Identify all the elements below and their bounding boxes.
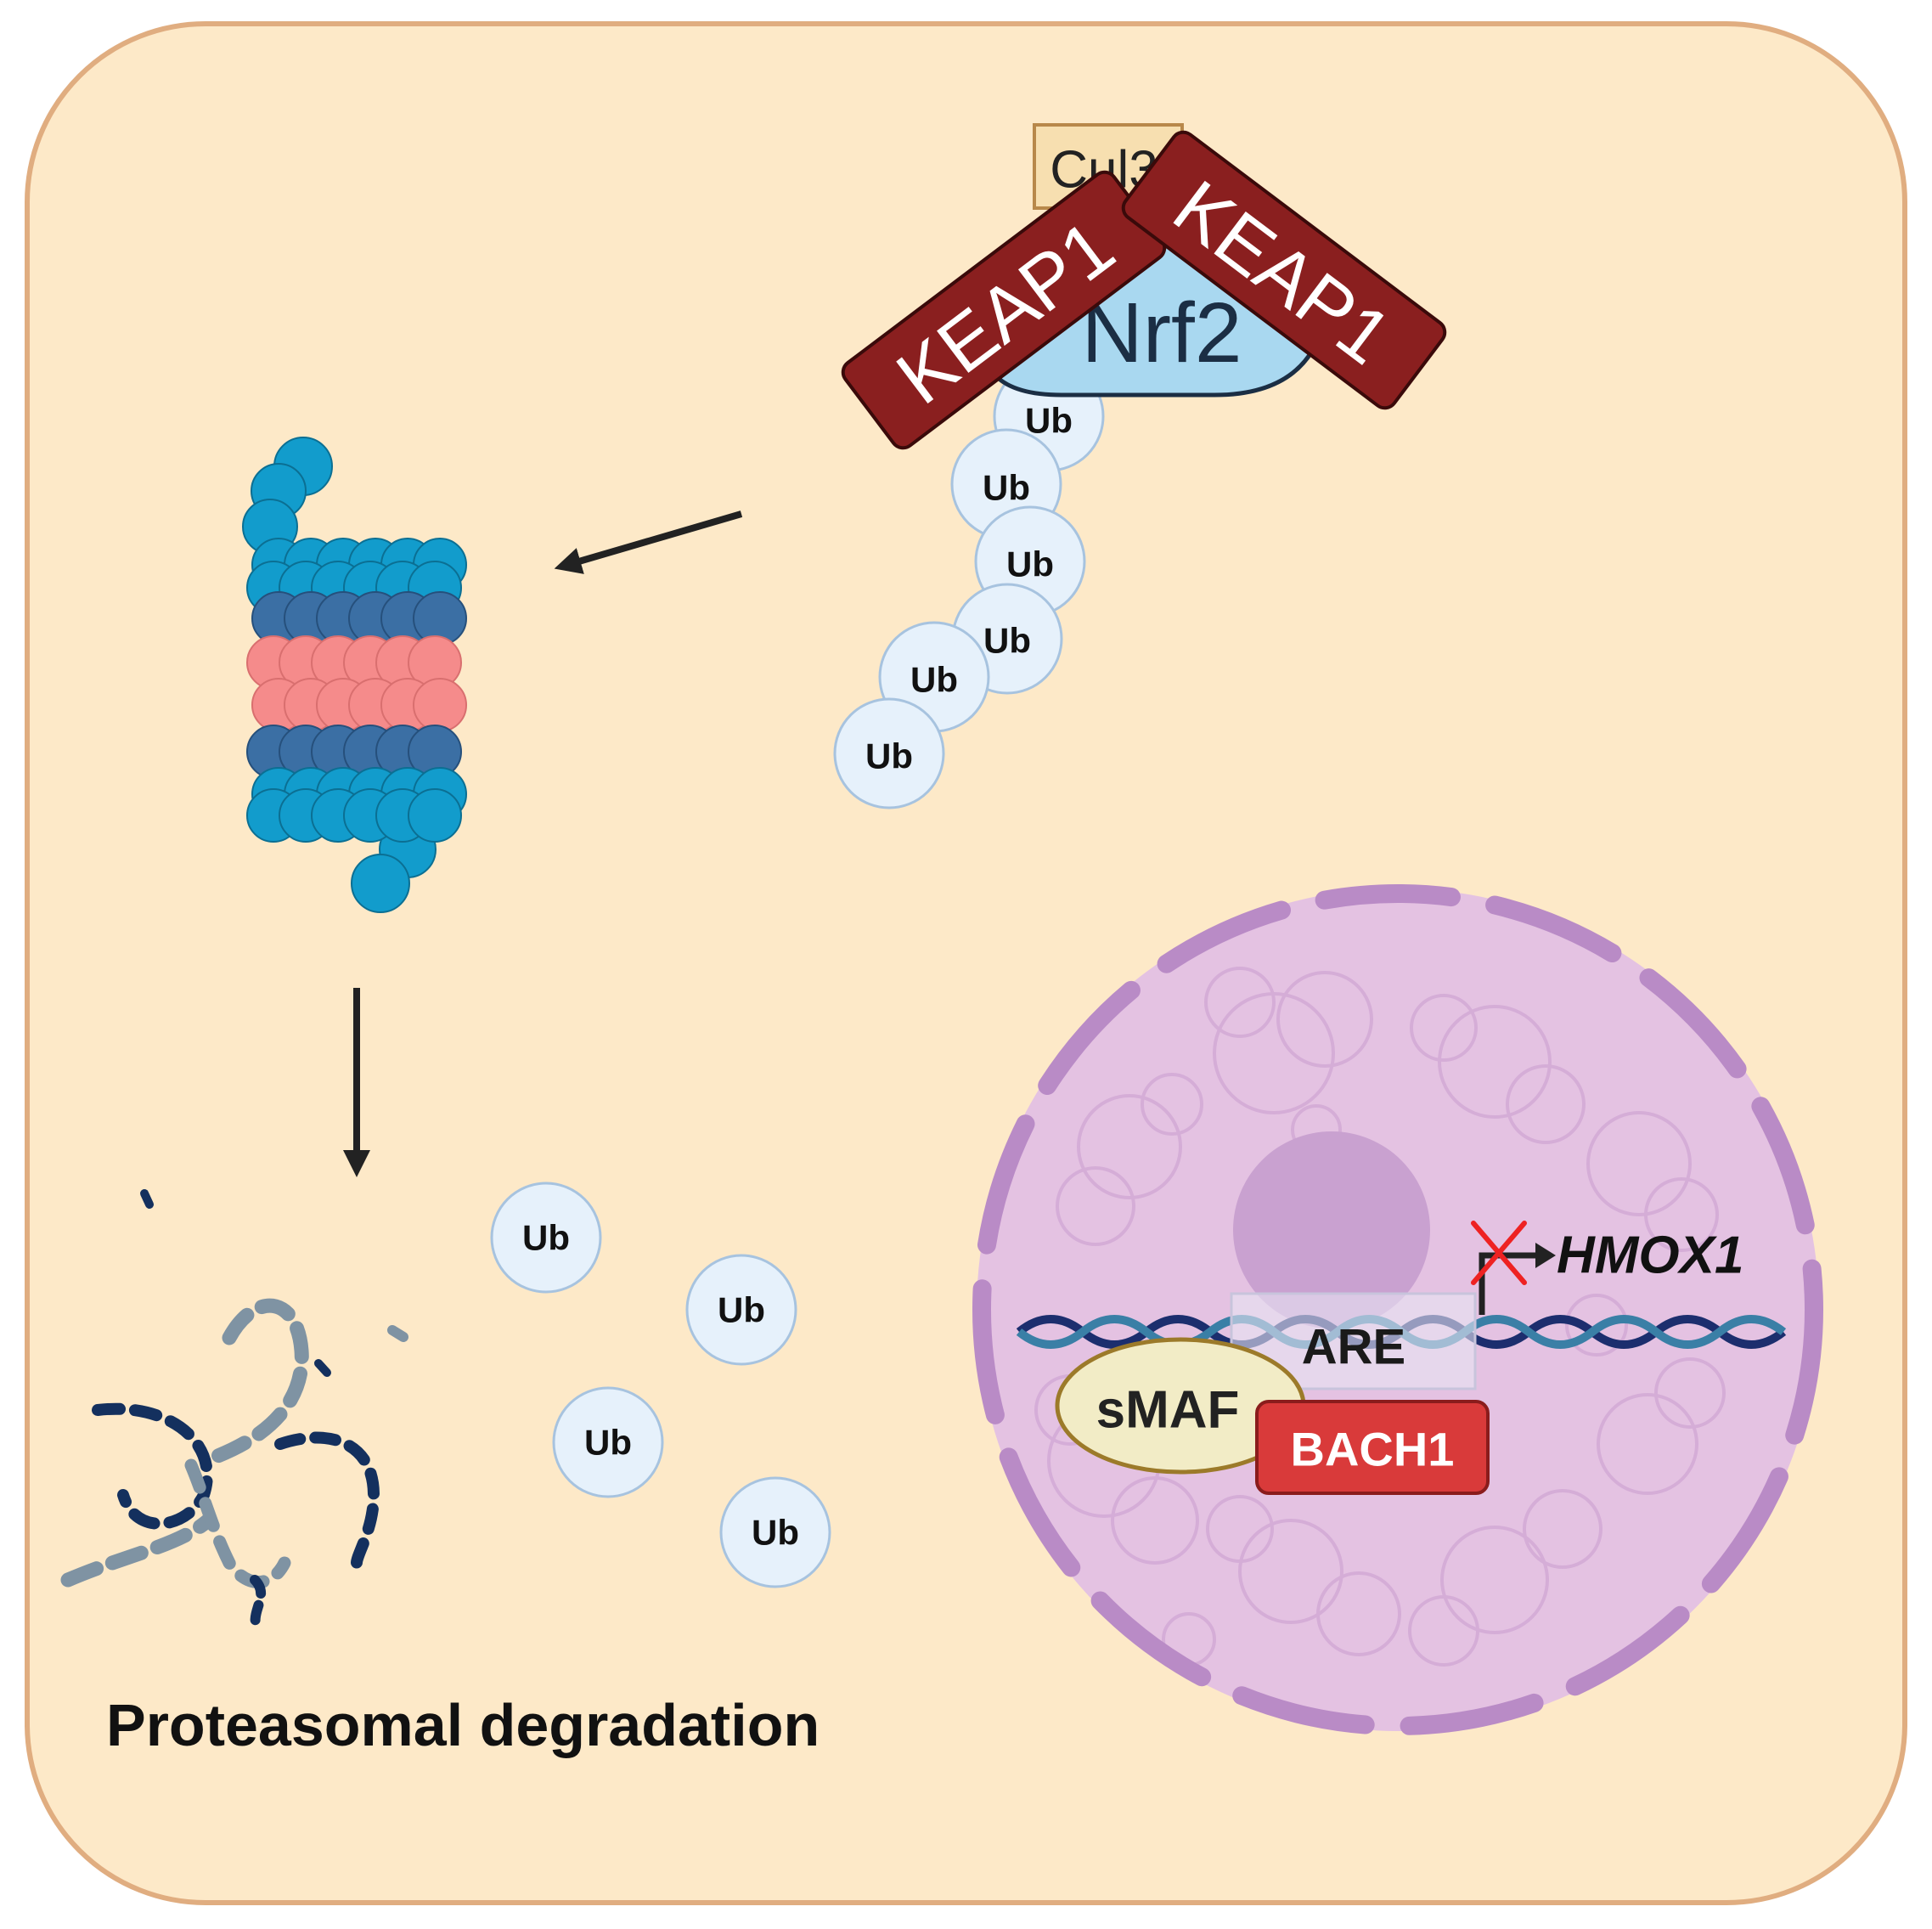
svg-text:Ub: Ub — [983, 621, 1031, 661]
svg-text:Ub: Ub — [584, 1423, 632, 1463]
inhibition-cross-icon — [1471, 1221, 1527, 1285]
proteasomal-degradation-caption: Proteasomal degradation — [106, 1692, 820, 1758]
proteasome-subunit — [351, 854, 410, 913]
degraded-peptide-fragments — [60, 1189, 408, 1636]
svg-text:Ub: Ub — [1006, 544, 1054, 584]
ubiquitin: Ub — [833, 697, 945, 809]
svg-text:Ub: Ub — [752, 1513, 799, 1553]
smaf-protein: sMAF — [1055, 1337, 1306, 1475]
arrow-to-proteasome — [554, 510, 743, 574]
proteasome — [242, 437, 467, 913]
hmox1-label: HMOX1 — [1557, 1227, 1743, 1285]
hmox1-transcription-start: HMOX1 — [1471, 1221, 1743, 1315]
free-ubiquitin: Ub — [552, 1386, 664, 1498]
svg-text:Ub: Ub — [910, 660, 958, 700]
svg-text:Ub: Ub — [865, 736, 913, 776]
free-ubiquitin: Ub — [685, 1254, 797, 1366]
proteasome-subunit — [413, 678, 467, 732]
bach1-protein: BACH1 — [1255, 1400, 1490, 1495]
nuclear-envelope — [972, 884, 1823, 1735]
nucleolus — [1233, 1131, 1430, 1328]
free-ubiquitin: Ub — [719, 1476, 831, 1588]
proteasome-subunit — [408, 788, 462, 843]
nrf2-label: Nrf2 — [1082, 285, 1242, 381]
svg-text:Ub: Ub — [522, 1218, 570, 1258]
svg-text:Ub: Ub — [983, 468, 1030, 508]
free-ubiquitin: Ub — [490, 1182, 602, 1294]
free-ubiquitin-group: Ub Ub Ub Ub — [490, 1182, 831, 1588]
are-label: ARE — [1302, 1320, 1405, 1375]
svg-text:Ub: Ub — [1025, 401, 1073, 441]
smaf-label: sMAF — [1096, 1381, 1240, 1440]
bach1-label: BACH1 — [1291, 1423, 1455, 1476]
polyubiquitin-chain: Ub Ub Ub Ub Ub Ub — [833, 360, 1105, 809]
svg-text:Ub: Ub — [718, 1290, 765, 1330]
